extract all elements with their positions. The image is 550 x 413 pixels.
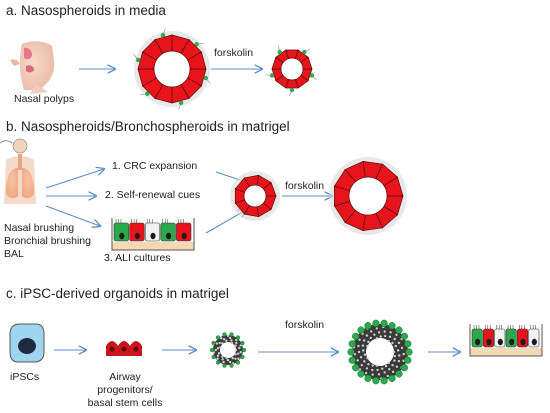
panel-c-heading: c. iPSC-derived organoids in matrigel [6, 286, 229, 301]
spheroid-small-icon [265, 45, 317, 96]
source-label-nasal-brushing: Nasal brushing [4, 222, 75, 234]
lungs-icon [0, 138, 36, 204]
ipscs-label: iPSCs [10, 371, 40, 383]
face-profile-icon [10, 41, 55, 94]
spheroid-small-icon [230, 171, 280, 221]
progenitor-cells-icon [106, 341, 142, 356]
progenitor-label-line2: progenitors/ [97, 384, 153, 396]
organoid-large-icon [347, 319, 413, 385]
arrow-b3 [45, 205, 100, 226]
panel-b-heading: b. Nasospheroids/Bronchospheroids in mat… [6, 119, 290, 134]
route-self-renewal: 2. Self-renewal cues [105, 189, 201, 201]
forskolin-label-a: forskolin [214, 47, 254, 59]
route-crc-expansion: 1. CRC expansion [112, 160, 198, 172]
progenitor-label-line3: basal stem cells [87, 397, 163, 409]
source-label-bal: BAL [4, 248, 24, 260]
organoid-small-icon [209, 332, 247, 368]
ali-culture-icon [111, 218, 195, 251]
route-ali-cultures: 3. ALI cultures [104, 252, 171, 264]
forskolin-label-b: forskolin [285, 180, 325, 192]
nasal-polyps-label: Nasal polyps [14, 93, 75, 105]
source-label-bronchial-brushing: Bronchial brushing [4, 235, 91, 247]
ali-culture-icon [469, 324, 543, 357]
panel-a-heading: a. Nasospheroids in media [6, 3, 166, 18]
forskolin-label-c: forskolin [285, 319, 325, 331]
spheroid-large-icon [329, 157, 407, 235]
ipsc-cell-icon [9, 323, 45, 363]
spheroid-large-icon [133, 28, 211, 110]
progenitor-label-line1: Airway [109, 371, 141, 383]
arrow-b1 [45, 169, 104, 189]
